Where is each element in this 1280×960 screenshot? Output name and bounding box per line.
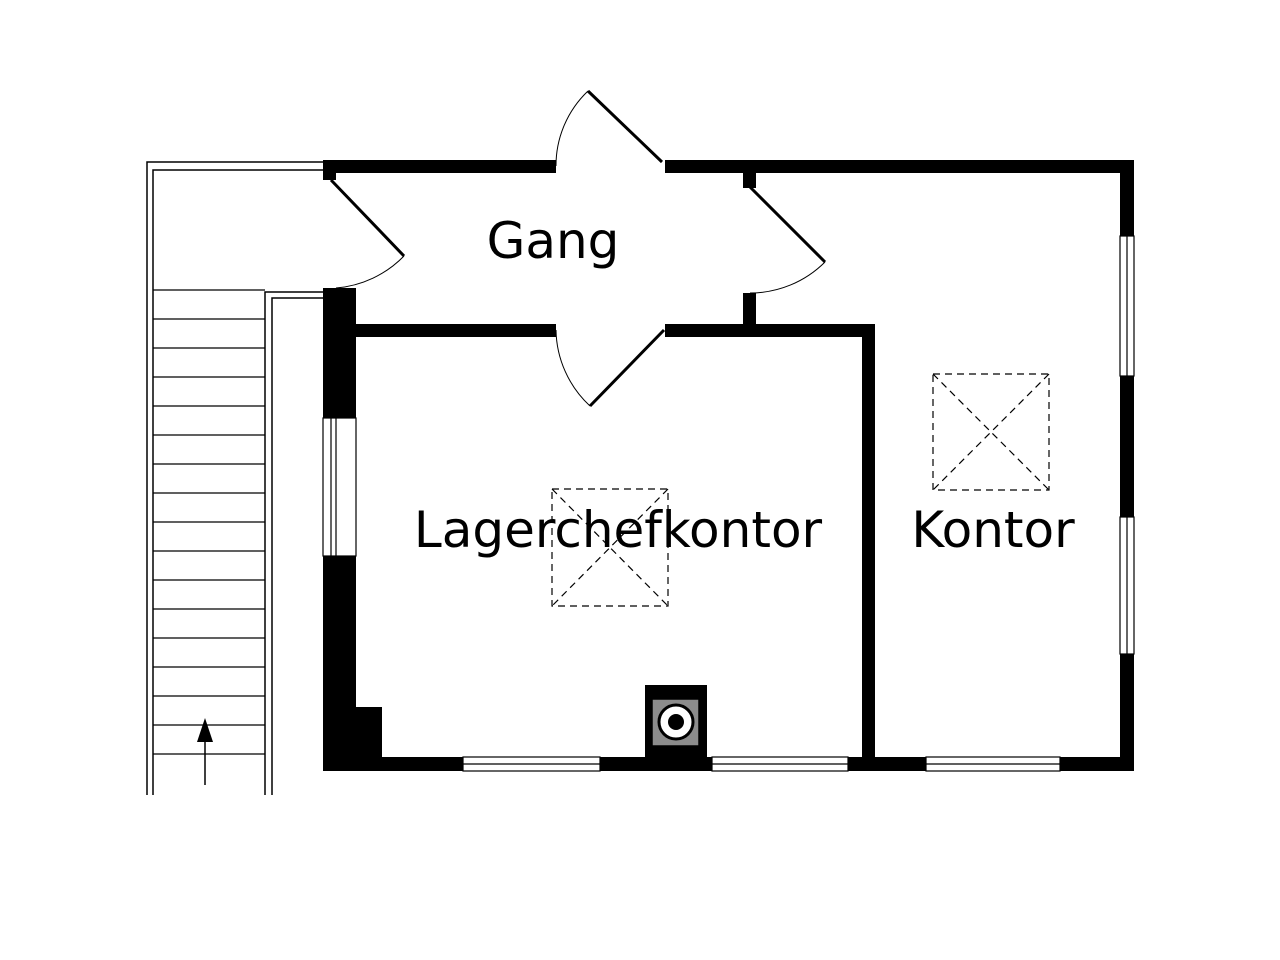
window-bottom-1 bbox=[462, 756, 601, 772]
room-label-gang: Gang bbox=[487, 212, 620, 270]
staircase bbox=[146, 161, 323, 795]
window-bottom-3 bbox=[925, 756, 1061, 772]
room-label-lagerchefkontor: Lagerchefkontor bbox=[414, 501, 823, 559]
stair-treads bbox=[153, 289, 265, 755]
stove-icon bbox=[645, 685, 707, 757]
skylight-icon bbox=[932, 373, 1050, 491]
doors bbox=[329, 89, 827, 408]
walls bbox=[323, 160, 1134, 771]
stairs-direction-arrow-icon bbox=[197, 718, 213, 785]
door-kontor bbox=[748, 185, 827, 294]
door-stairs bbox=[329, 178, 406, 289]
window-right-2 bbox=[1119, 516, 1135, 655]
windows bbox=[322, 235, 1135, 772]
door-top bbox=[555, 89, 664, 167]
room-label-kontor: Kontor bbox=[911, 501, 1075, 559]
window-left bbox=[322, 417, 357, 557]
window-bottom-2 bbox=[711, 756, 849, 772]
skylight-icon bbox=[551, 488, 669, 607]
door-lagerchefkontor bbox=[555, 328, 666, 408]
window-right-1 bbox=[1119, 235, 1135, 377]
